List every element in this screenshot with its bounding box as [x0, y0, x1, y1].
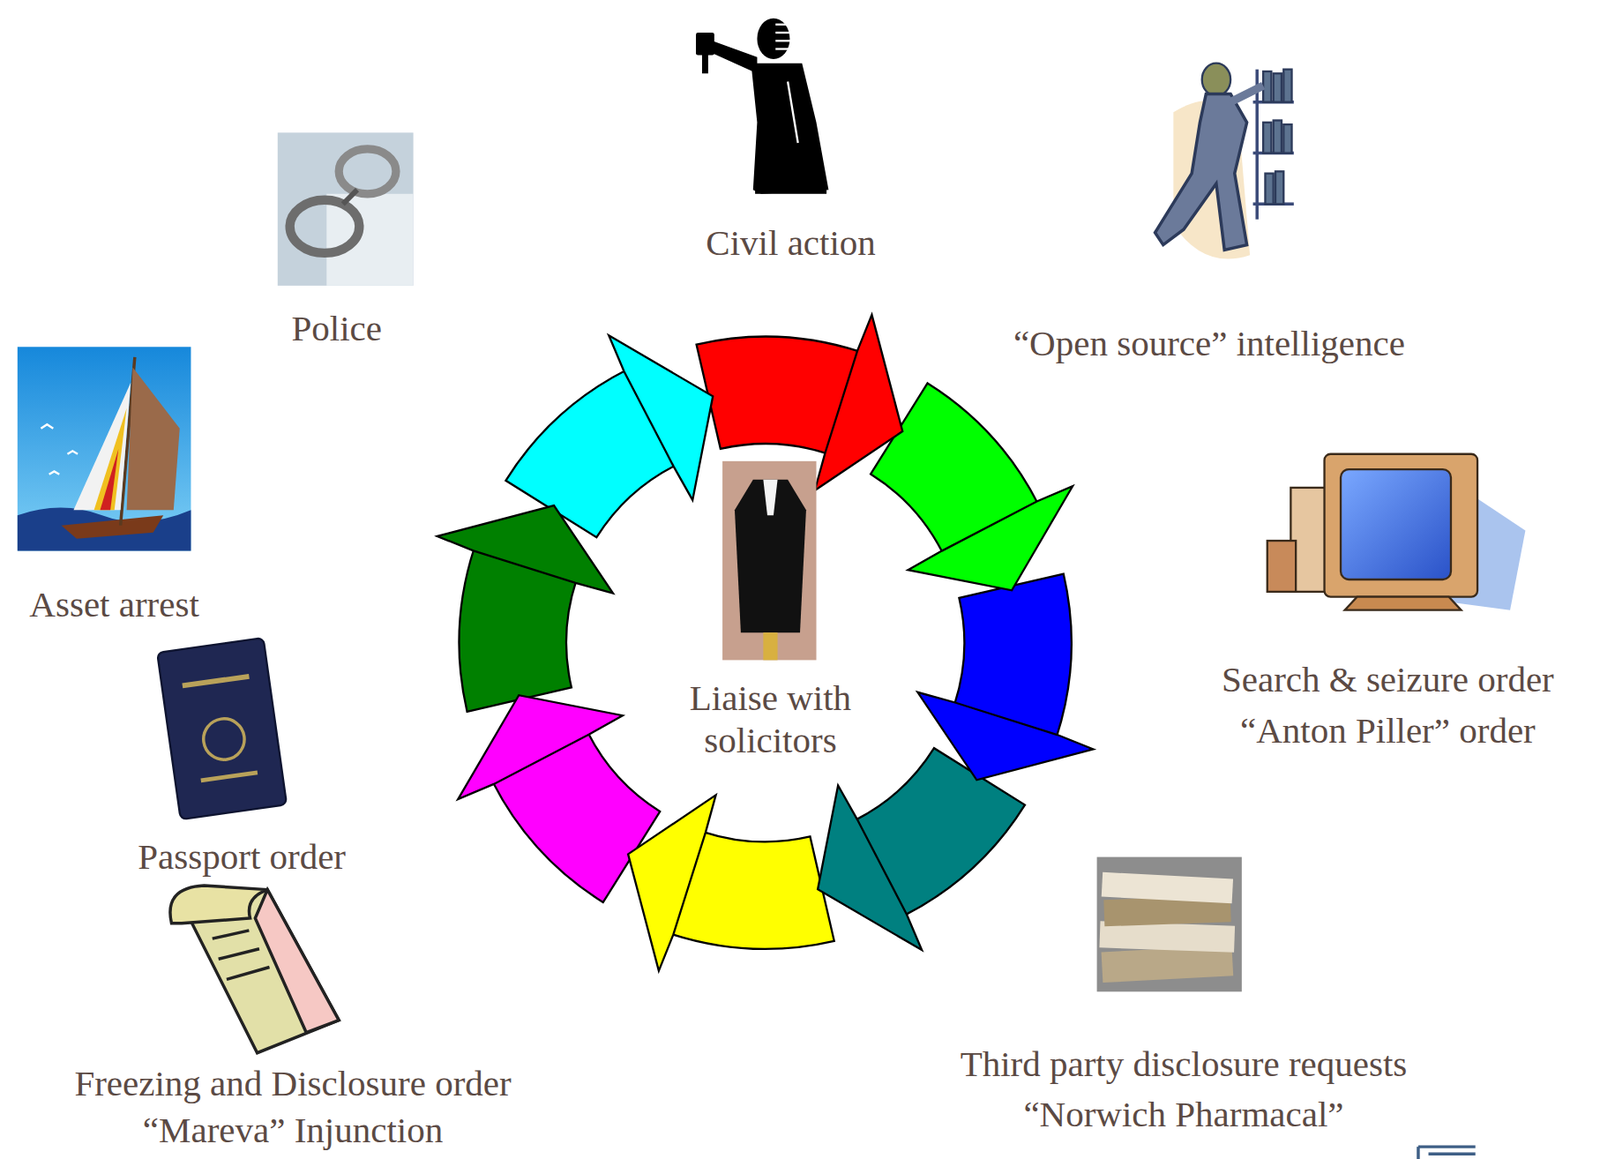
cycle-arrow-head — [457, 695, 623, 800]
step-label: Police — [291, 307, 382, 350]
cycle-arrow-head — [628, 794, 716, 971]
step-label: Freezing and Disclosure order — [74, 1062, 511, 1105]
cycle-arrow-head — [907, 485, 1073, 591]
cycle-ring — [437, 314, 1094, 972]
passport-icon — [157, 637, 287, 820]
step-label: Civil action — [705, 222, 875, 264]
papers-icon — [1097, 857, 1242, 993]
step-label: Liaise with solicitors — [648, 677, 894, 761]
step-label: Search & seizure order — [1221, 658, 1555, 701]
handcuffs-icon — [277, 132, 414, 286]
cycle-arrow-head — [608, 335, 713, 501]
step-label: “Norwich Pharmacal” — [1023, 1093, 1344, 1136]
sailboat-icon — [17, 346, 192, 551]
cycle-arrow-head — [437, 505, 614, 593]
judge-icon — [695, 18, 829, 195]
step-label: “Open source” intelligence — [1013, 322, 1406, 365]
step-label: “Mareva” Injunction — [142, 1109, 443, 1152]
research-icon — [1155, 63, 1294, 260]
computer-icon — [1267, 454, 1526, 611]
step-label: Third party disclosure requests — [960, 1043, 1408, 1085]
step-label: Passport order — [137, 836, 346, 878]
robe-photo — [722, 461, 816, 661]
cycle-arrow-head — [817, 785, 922, 951]
corner-mark — [1418, 1146, 1476, 1159]
scroll-icon — [170, 885, 339, 1054]
step-label: “Anton Piller” order — [1240, 710, 1536, 752]
step-label: Asset arrest — [29, 583, 199, 626]
judge-wig — [775, 24, 798, 143]
cycle-arrow-head — [814, 314, 903, 491]
cycle-arrow-head — [917, 692, 1093, 780]
